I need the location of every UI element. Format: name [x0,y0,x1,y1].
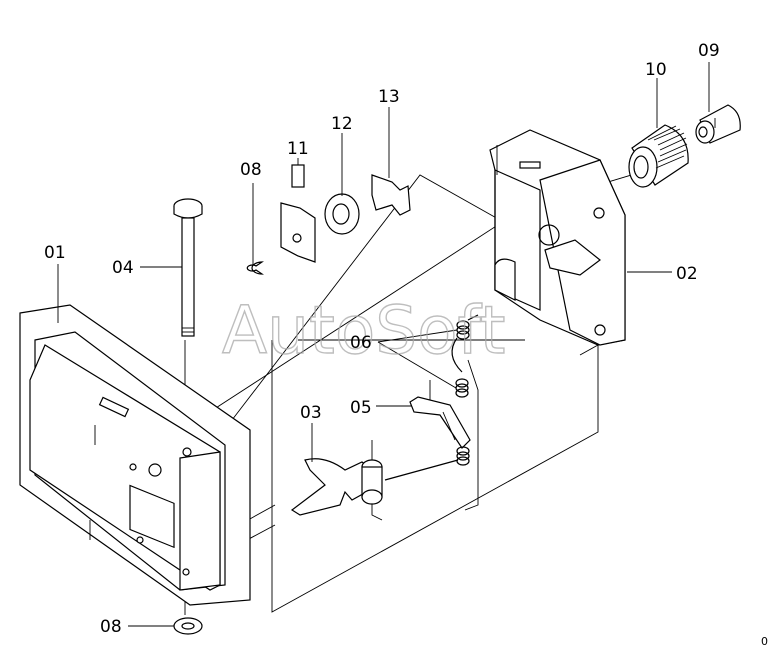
corner-mark: 0 [761,635,768,648]
part-11-plate [280,164,316,263]
part-01-lock-plate [19,304,251,606]
part-06-springs [384,314,479,481]
label-13: 13 [378,87,400,107]
label-05: 05 [350,398,372,418]
part-12-washer [324,193,360,235]
part-03-lever [290,458,383,516]
part-labels: 01 04 08 11 12 13 10 09 02 06 03 05 08 [44,41,720,637]
label-08-bottom: 08 [100,617,122,637]
label-11: 11 [287,139,309,159]
part-08-ering-bottom [173,617,203,635]
part-13-clip [371,174,411,216]
label-10: 10 [645,60,667,80]
label-02: 02 [676,264,698,284]
label-04: 04 [112,258,134,278]
part-09-plug [695,104,741,144]
leader-lines [57,62,710,627]
part-02-bracket [489,129,626,346]
label-06: 06 [350,333,372,353]
label-03: 03 [300,403,322,423]
label-09: 09 [698,41,720,61]
part-08-ering-top [246,261,264,275]
part-04-pin [173,198,203,337]
part-05-spring-lever [409,396,471,449]
label-01: 01 [44,243,66,263]
part-10-cylinder [628,124,689,188]
watermark-text: AutoSoft [222,292,505,369]
label-08-top: 08 [240,160,262,180]
label-12: 12 [331,114,353,134]
